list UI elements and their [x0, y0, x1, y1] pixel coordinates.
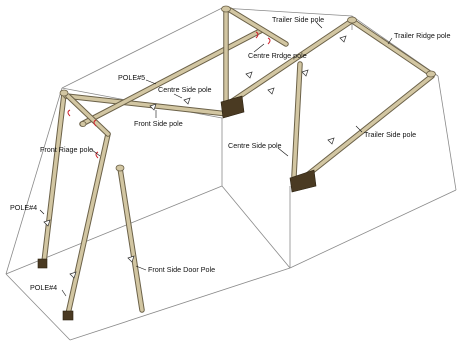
label-front-ridge-pole: Front Riage pole [40, 145, 93, 154]
cap-pole5-end [79, 121, 87, 127]
pin-9 [327, 137, 335, 145]
label-front-side-pole: Front Side pole [134, 119, 183, 128]
label-centre-ridge-pole: Centre Rrdge pole [248, 51, 307, 60]
pole-5 [79, 27, 265, 127]
pole-4-left-upright [65, 131, 111, 317]
pin-10 [245, 71, 253, 79]
front-ridge-cross-pole [65, 93, 111, 137]
trailer-side-pole-right [293, 73, 435, 187]
cap-top-trailer [347, 16, 357, 24]
pin-5 [183, 97, 191, 105]
pin-1 [301, 69, 309, 77]
front-side-door-pole [117, 165, 145, 313]
label-pole4-lower: POLE#4 [30, 283, 57, 292]
labels: Trailer Side pole Trailer Ridge pole Cen… [10, 15, 450, 292]
label-pole5: POLE#5 [118, 73, 145, 82]
pin-7 [69, 271, 77, 279]
label-trailer-ridge-pole: Trailer Ridge pole [394, 31, 450, 40]
clip-5 [95, 151, 99, 159]
label-centre-side-pole-top: Centre Side pole [158, 85, 212, 94]
label-pole4-upper: POLE#4 [10, 203, 37, 212]
label-trailer-side-pole-top: Trailer Side pole [272, 15, 324, 24]
clip-2 [267, 37, 271, 45]
front-side-pole [63, 93, 231, 117]
foot-pole4-upper [37, 258, 48, 269]
pin-4 [149, 103, 157, 111]
front-ridge-pole [41, 91, 67, 265]
cap-trailer-ridge-end [426, 70, 436, 78]
trailer-ridge-pole [351, 19, 431, 75]
centre-side-pole-upright [291, 61, 303, 179]
pin-8 [127, 255, 135, 263]
clips [67, 31, 271, 159]
foot-plates [37, 95, 317, 321]
foot-plate-centre [220, 95, 245, 119]
trailer-side-pole-top [225, 19, 353, 107]
foot-plate-trailer [289, 169, 317, 193]
foot-pole4-lower [62, 310, 74, 321]
clip-1 [255, 31, 259, 39]
pin-2 [267, 87, 275, 95]
cap-top-centre [221, 5, 231, 13]
centre-ridge-pole [227, 7, 289, 47]
pin-6 [43, 219, 51, 227]
poles [41, 7, 435, 317]
cap-front-corner [59, 89, 69, 97]
label-front-side-door-pole: Front Side Door Pole [148, 265, 215, 274]
clip-4 [67, 109, 71, 117]
label-trailer-side-pole-right: Trailer Side pole [364, 130, 416, 139]
cap-front-door [115, 164, 125, 172]
pole-caps [59, 5, 436, 172]
leader-lines [39, 21, 393, 297]
pin-3 [339, 35, 347, 43]
clip-3 [93, 119, 97, 127]
label-centre-side-pole-mid: Centre Side pole [228, 141, 282, 150]
pins [43, 35, 347, 279]
